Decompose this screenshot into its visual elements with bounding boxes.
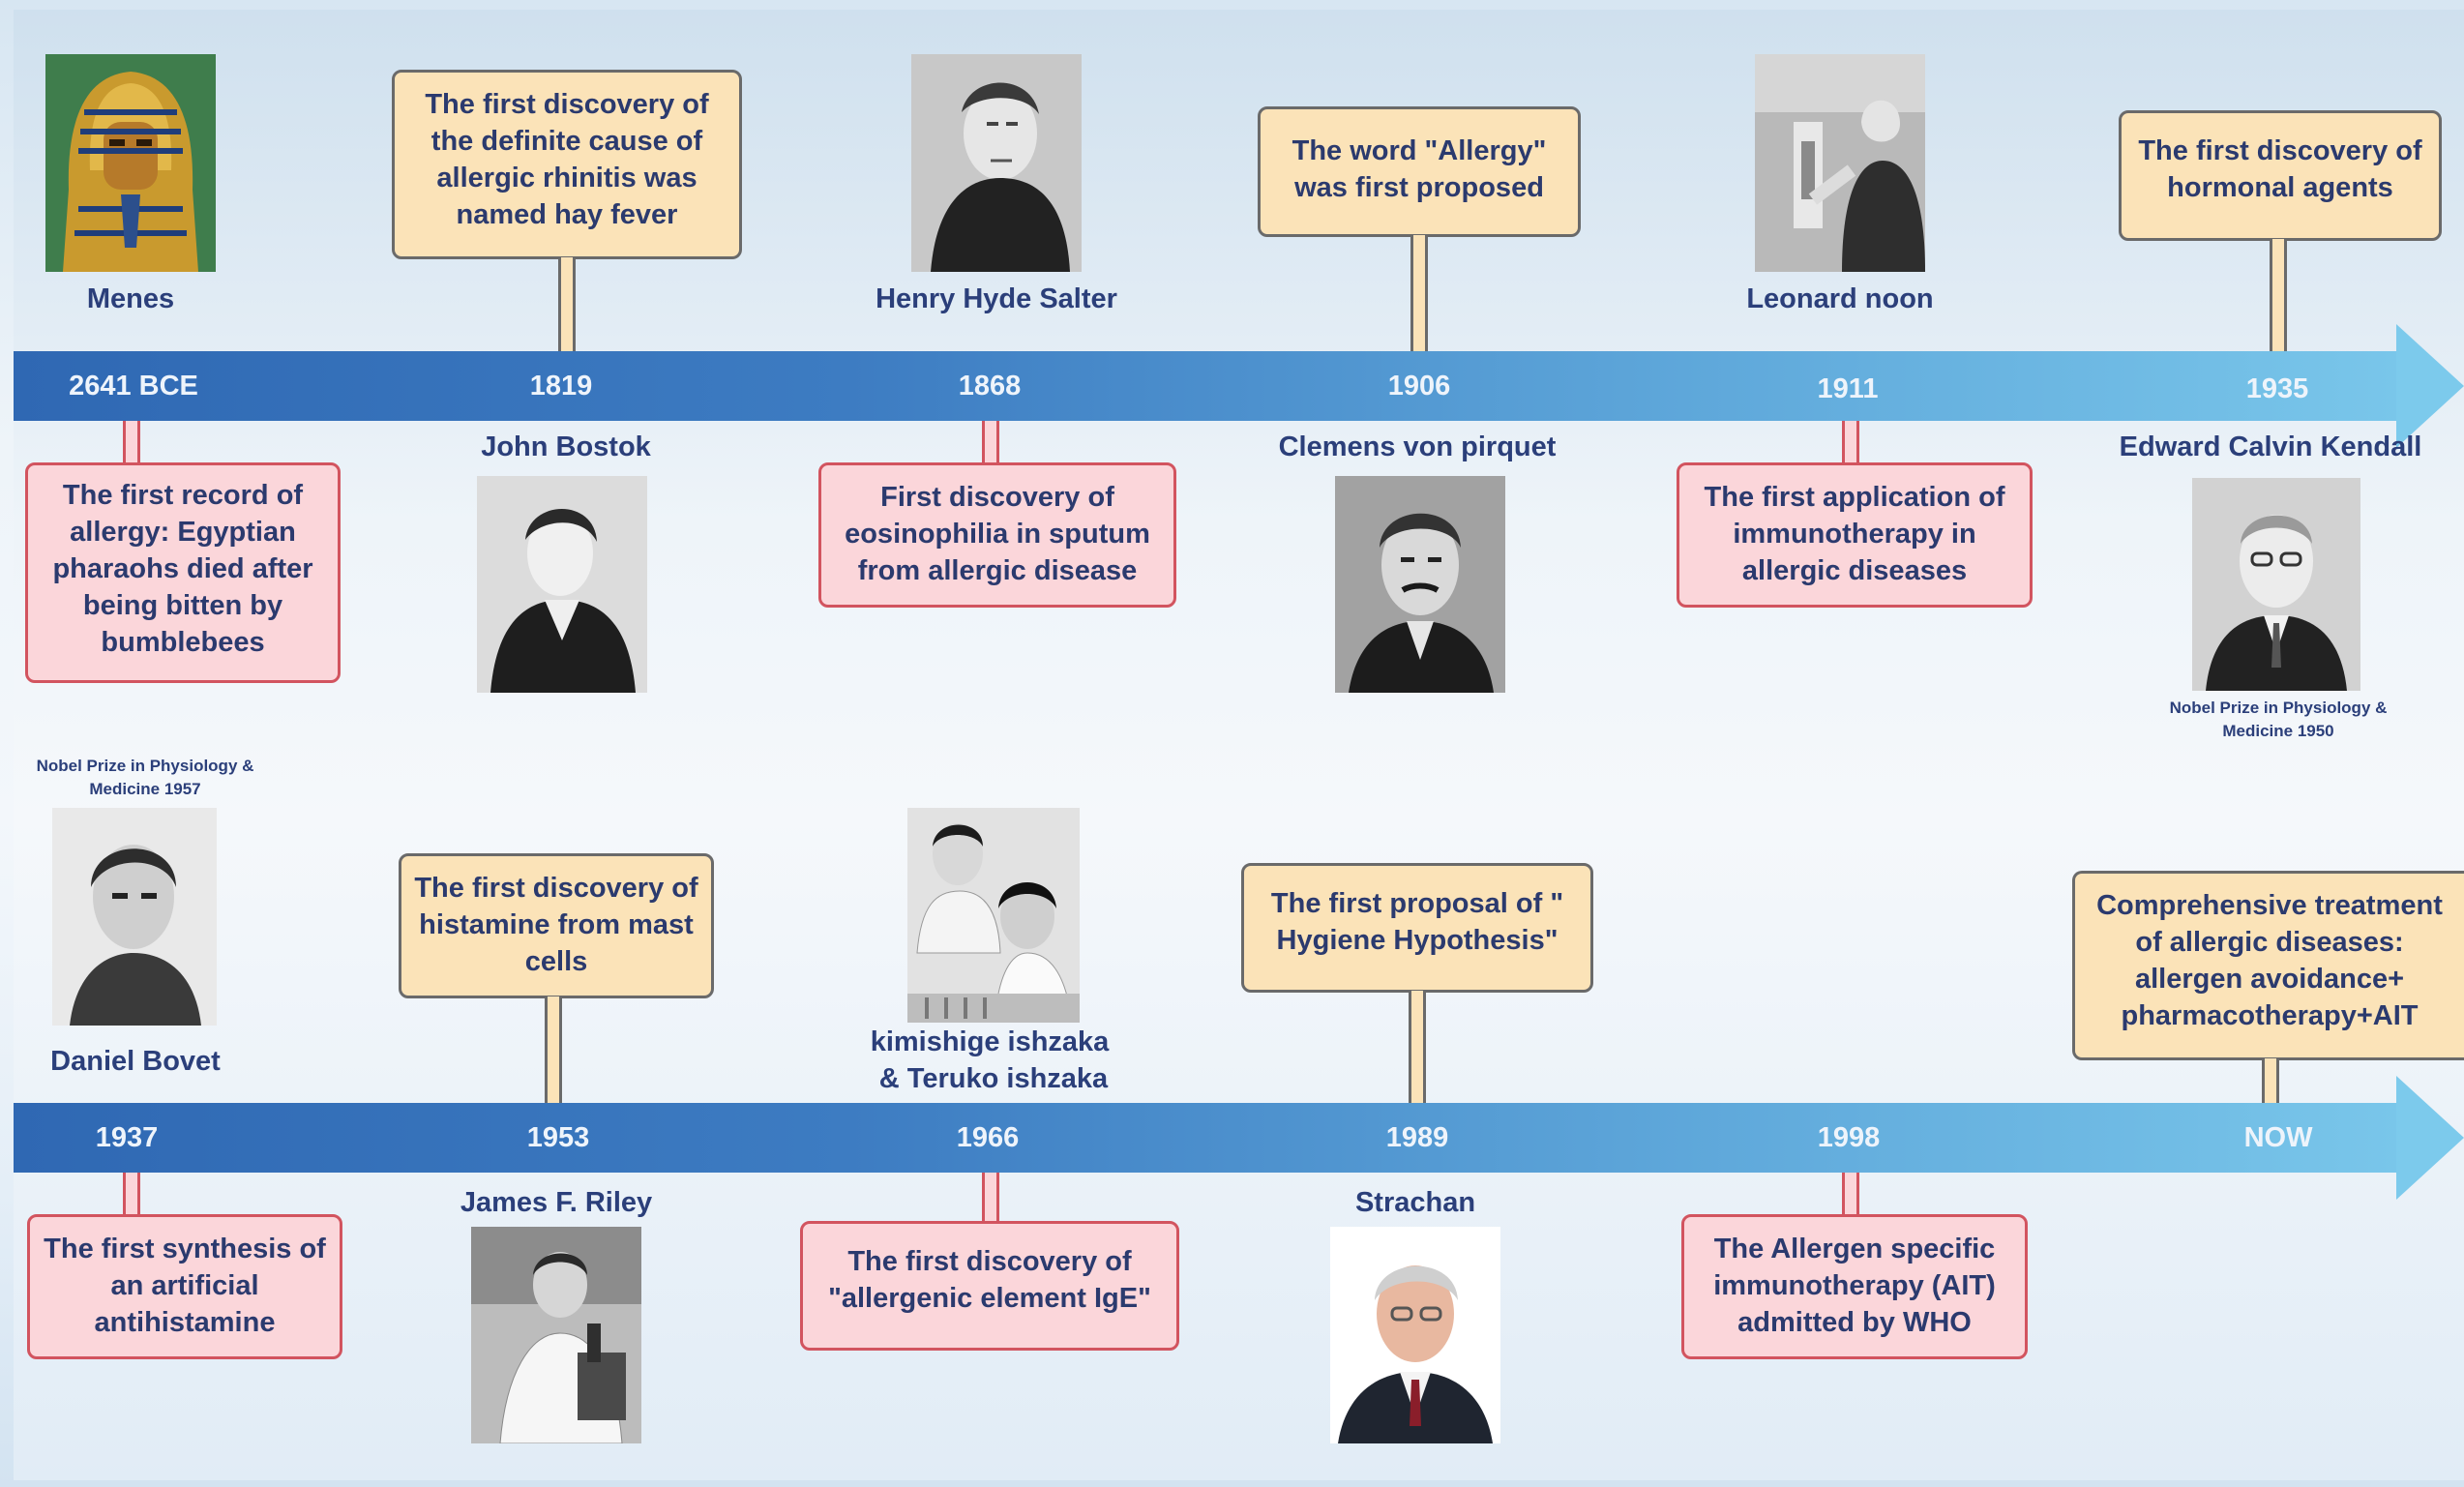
callout-1868: First discovery of eosinophilia in sputu…	[818, 462, 1176, 608]
connector-2641bce	[123, 421, 140, 464]
year-1911: 1911	[1817, 373, 1879, 404]
ishizaka-photo	[907, 808, 1080, 1023]
portrait-james-f-riley	[471, 1227, 641, 1443]
person-name-clemens-von-pirquet: Clemens von pirquet	[1278, 431, 1557, 462]
background-panel	[14, 10, 2464, 1480]
timeline-bar-body	[14, 1103, 2398, 1173]
callout-1953: The first discovery of histamine from ma…	[399, 853, 714, 998]
connector-1937	[123, 1173, 140, 1216]
person-name-ishizaka-line1: kimishige ishzaka	[870, 1026, 1110, 1057]
year-1906: 1906	[1387, 371, 1451, 401]
year-now: NOW	[2243, 1122, 2313, 1153]
bostok-engraving	[477, 476, 647, 693]
callout-now: Comprehensive treatment of allergic dise…	[2072, 871, 2464, 1060]
connector-1911	[1842, 421, 1859, 464]
riley-photo	[471, 1227, 641, 1443]
portrait-john-bostok	[477, 476, 647, 693]
salter-photo	[911, 54, 1082, 272]
year-1935: 1935	[2245, 373, 2309, 404]
connector-1953	[545, 996, 562, 1103]
strachan-photo	[1330, 1227, 1500, 1443]
callout-2641bce: The first record of allergy: Egyptian ph…	[25, 462, 341, 683]
kendall-photo	[2192, 478, 2360, 691]
callout-1998: The Allergen specific immunotherapy (AIT…	[1681, 1214, 2028, 1359]
bovet-photo	[52, 808, 217, 1026]
person-name-daniel-bovet: Daniel Bovet	[50, 1046, 221, 1077]
portrait-strachan	[1330, 1227, 1500, 1443]
person-name-menes: Menes	[86, 283, 175, 314]
callout-1989: The first proposal of " Hygiene Hypothes…	[1241, 863, 1593, 993]
year-1819: 1819	[529, 371, 593, 401]
callout-1937: The first synthesis of an artificial ant…	[27, 1214, 342, 1359]
year-1937: 1937	[95, 1122, 159, 1153]
timeline-bar-2	[14, 1076, 2464, 1200]
callout-1819: The first discovery of the definite caus…	[392, 70, 742, 259]
person-name-ishizaka-line2: & Teruko ishzaka	[878, 1063, 1109, 1094]
person-name-strachan: Strachan	[1354, 1187, 1476, 1218]
person-name-leonard-noon: Leonard noon	[1746, 283, 1934, 314]
timeline-bar-body	[14, 351, 2398, 421]
portrait-menes	[45, 54, 216, 272]
person-name-henry-hyde-salter: Henry Hyde Salter	[876, 283, 1117, 314]
connector-1989	[1409, 991, 1426, 1103]
pharaoh-mask-image	[45, 54, 216, 272]
timeline-arrow-head	[2396, 324, 2464, 448]
nobel-note-kendall: Nobel Prize in Physiology & Medicine 195…	[2169, 699, 2388, 740]
portrait-henry-hyde-salter	[911, 54, 1082, 272]
callout-1911: The first application of immunotherapy i…	[1677, 462, 2033, 608]
portrait-edward-calvin-kendall	[2192, 478, 2360, 691]
year-1998: 1998	[1817, 1122, 1881, 1153]
portrait-leonard-noon	[1755, 54, 1925, 272]
portrait-clemens-von-pirquet	[1335, 476, 1505, 693]
timeline-arrow-head	[2396, 1076, 2464, 1200]
year-2641bce: 2641 BCE	[69, 371, 198, 401]
noon-photo	[1755, 54, 1925, 272]
person-name-james-f-riley: James F. Riley	[460, 1187, 653, 1218]
connector-1935	[2270, 239, 2287, 351]
timeline-bar-1	[14, 324, 2464, 448]
connector-1966	[982, 1173, 999, 1223]
connector-1868	[982, 421, 999, 464]
portrait-daniel-bovet	[52, 808, 217, 1026]
connector-now	[2262, 1058, 2279, 1103]
pirquet-photo	[1335, 476, 1505, 693]
person-name-john-bostok: John Bostok	[481, 431, 651, 462]
year-1868: 1868	[958, 371, 1022, 401]
connector-1998	[1842, 1173, 1859, 1216]
nobel-note-bovet: Nobel Prize in Physiology & Medicine 195…	[36, 757, 254, 798]
year-1953: 1953	[526, 1122, 590, 1153]
callout-1935: The first discovery of hormonal agents	[2119, 110, 2442, 241]
connector-1906	[1410, 235, 1428, 351]
callout-1906: The word "Allergy" was first proposed	[1258, 106, 1581, 237]
portrait-ishizaka	[907, 808, 1080, 1023]
year-1989: 1989	[1385, 1122, 1449, 1153]
connector-1819	[558, 257, 576, 351]
person-name-edward-calvin-kendall: Edward Calvin Kendall	[2119, 431, 2422, 462]
callout-1966: The first discovery of "allergenic eleme…	[800, 1221, 1179, 1351]
year-1966: 1966	[956, 1122, 1020, 1153]
